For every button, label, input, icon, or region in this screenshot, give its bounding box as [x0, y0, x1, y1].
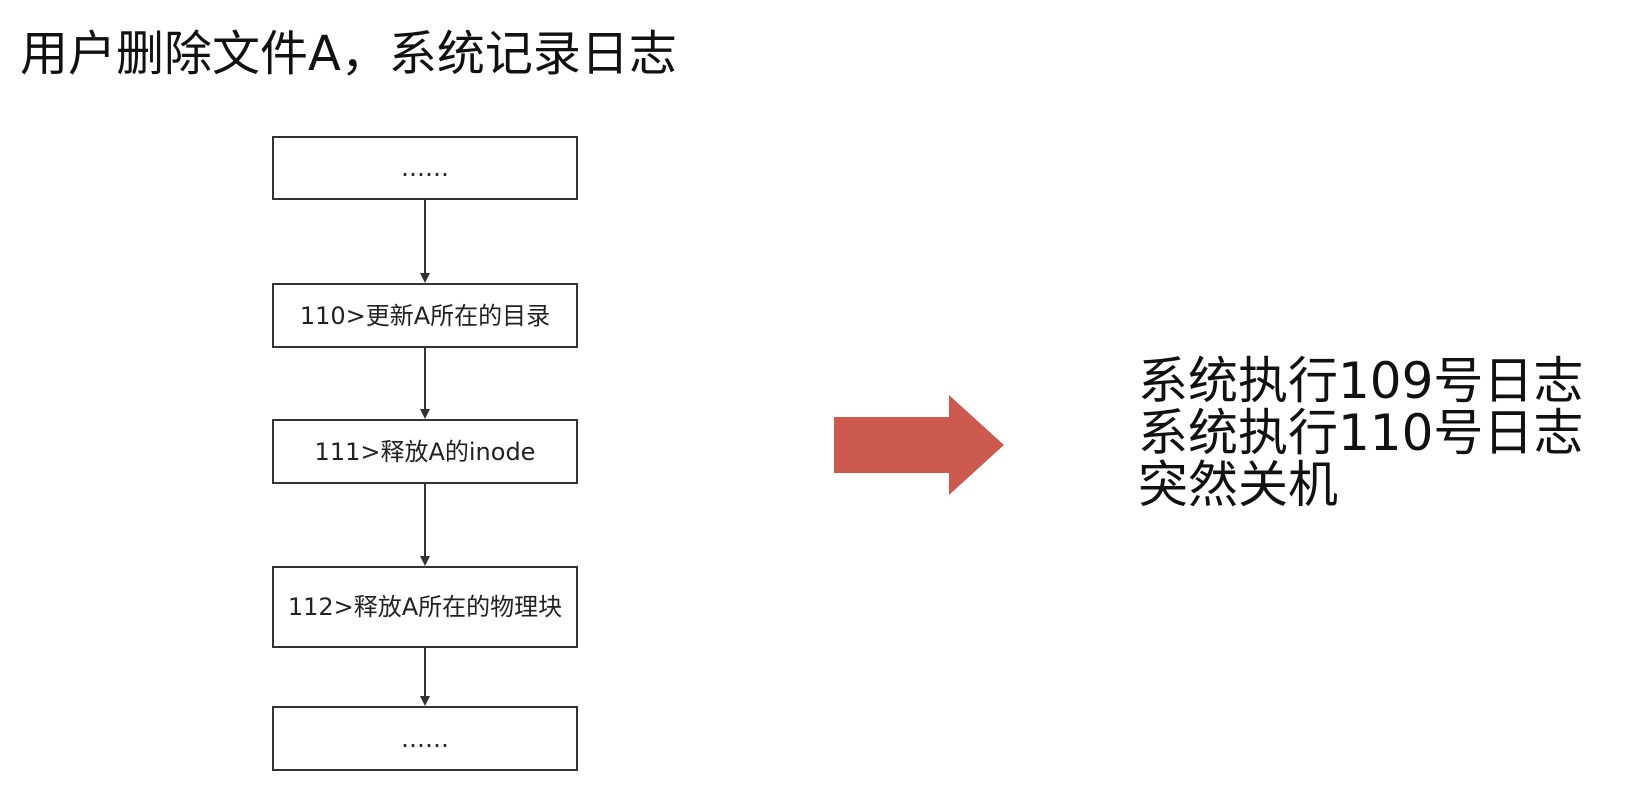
- flow-box-release-inode: 111>释放A的inode: [272, 419, 578, 484]
- result-line: 系统执行110号日志: [1138, 404, 1584, 462]
- flow-box-update-directory: 110>更新A所在的目录: [272, 283, 578, 348]
- flow-box-label: ……: [401, 154, 449, 182]
- flow-box-ellipsis-top: ……: [272, 136, 578, 200]
- flow-box-label: 110>更新A所在的目录: [299, 301, 551, 330]
- result-line: 突然关机: [1138, 456, 1338, 514]
- flow-box-release-physical-block: 112>释放A所在的物理块: [272, 566, 578, 648]
- flow-box-ellipsis-bottom: ……: [272, 706, 578, 771]
- flow-box-label: 111>释放A的inode: [314, 437, 536, 466]
- right-arrow-icon: [834, 395, 1004, 495]
- page-title: 用户删除文件A，系统记录日志: [20, 26, 677, 82]
- result-text: 系统执行109号日志 系统执行110号日志 突然关机: [1138, 355, 1583, 511]
- flow-box-label: 112>释放A所在的物理块: [287, 593, 563, 621]
- result-line: 系统执行109号日志: [1138, 352, 1584, 410]
- flow-box-label: ……: [401, 724, 449, 753]
